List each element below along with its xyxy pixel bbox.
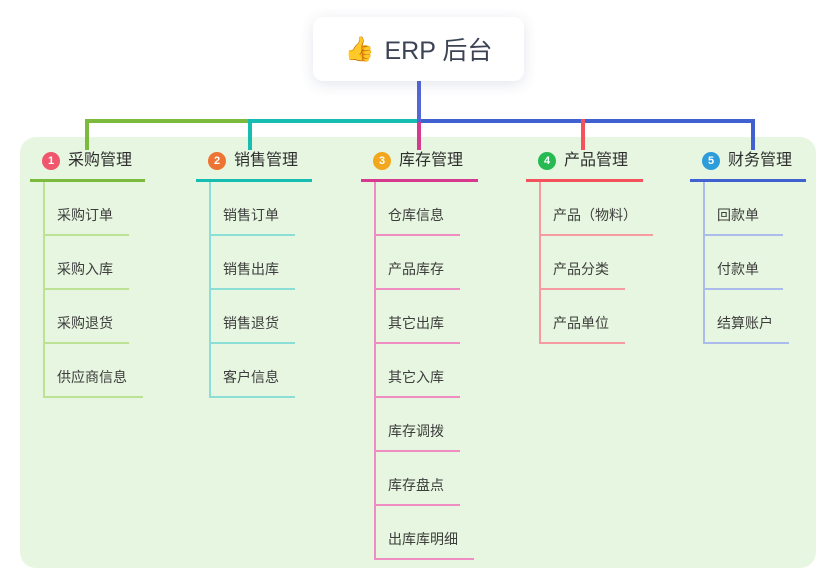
child-topic[interactable]: 采购入库	[43, 236, 129, 290]
child-topic[interactable]: 其它入库	[374, 344, 460, 398]
branch-children-list: 回款单付款单结算账户	[703, 182, 806, 344]
children-connector-line	[703, 182, 705, 344]
children-connector-line	[374, 182, 376, 560]
branch-title: 库存管理	[399, 152, 464, 169]
branch-number-badge: 4	[538, 151, 556, 170]
root-connector-line	[417, 81, 421, 122]
child-topic[interactable]: 出库库明细	[374, 506, 474, 560]
branch-number-badge: 5	[702, 151, 720, 170]
branch-header-finance-management[interactable]: 5 财务管理	[690, 150, 806, 182]
child-topic[interactable]: 库存调拨	[374, 398, 460, 452]
branch-header-purchase-management[interactable]: 1 采购管理	[30, 150, 145, 182]
branch-header-sales-management[interactable]: 2 销售管理	[196, 150, 312, 182]
child-topic[interactable]: 库存盘点	[374, 452, 460, 506]
branch-number-badge: 2	[208, 151, 226, 170]
branch-drop-line-inventory-management	[417, 122, 421, 150]
children-connector-line	[539, 182, 541, 344]
branch-header-product-management[interactable]: 4 产品管理	[526, 150, 643, 182]
branch-bus-segment-purchase-management	[85, 119, 252, 123]
child-topic[interactable]: 结算账户	[703, 290, 789, 344]
child-topic[interactable]: 供应商信息	[43, 344, 143, 398]
child-topic[interactable]: 销售订单	[209, 182, 295, 236]
branch-children-list: 销售订单销售出库销售退货客户信息	[209, 182, 312, 398]
child-topic[interactable]: 其它出库	[374, 290, 460, 344]
branch-title: 采购管理	[68, 152, 133, 169]
branch-header-inventory-management[interactable]: 3 库存管理	[361, 150, 478, 182]
branch-title: 产品管理	[564, 152, 629, 169]
branches-panel	[20, 137, 816, 568]
child-topic[interactable]: 客户信息	[209, 344, 295, 398]
child-topic[interactable]: 产品分类	[539, 236, 625, 290]
branch-bus-segment-finance-management	[417, 119, 755, 123]
child-topic[interactable]: 产品单位	[539, 290, 625, 344]
children-connector-line	[209, 182, 211, 398]
branch-title: 财务管理	[728, 152, 793, 169]
branch-drop-line-finance-management	[751, 119, 755, 150]
branch-finance-management: 5 财务管理回款单付款单结算账户	[690, 150, 806, 344]
child-topic[interactable]: 付款单	[703, 236, 783, 290]
thumbs-up-icon: 👍	[344, 35, 375, 63]
root-node-label: ERP 后台	[384, 37, 493, 65]
branch-children-list: 仓库信息产品库存其它出库其它入库库存调拨库存盘点出库库明细	[374, 182, 478, 560]
branch-bus-segment-sales-management	[250, 119, 421, 123]
branch-drop-line-purchase-management	[85, 119, 89, 150]
branch-children-list: 产品（物料）产品分类产品单位	[539, 182, 653, 344]
child-topic[interactable]: 产品（物料）	[539, 182, 653, 236]
branch-inventory-management: 3 库存管理仓库信息产品库存其它出库其它入库库存调拨库存盘点出库库明细	[361, 150, 478, 560]
branch-purchase-management: 1 采购管理采购订单采购入库采购退货供应商信息	[30, 150, 145, 398]
child-topic[interactable]: 销售出库	[209, 236, 295, 290]
child-topic[interactable]: 采购退货	[43, 290, 129, 344]
child-topic[interactable]: 采购订单	[43, 182, 129, 236]
branch-number-badge: 1	[42, 151, 60, 170]
branch-drop-line-sales-management	[248, 119, 252, 150]
branch-sales-management: 2 销售管理销售订单销售出库销售退货客户信息	[196, 150, 312, 398]
branch-children-list: 采购订单采购入库采购退货供应商信息	[43, 182, 145, 398]
root-node[interactable]: 👍 ERP 后台	[313, 17, 524, 81]
branch-number-badge: 3	[373, 151, 391, 170]
branch-title: 销售管理	[234, 152, 299, 169]
children-connector-line	[43, 182, 45, 398]
child-topic[interactable]: 仓库信息	[374, 182, 460, 236]
branch-product-management: 4 产品管理产品（物料）产品分类产品单位	[526, 150, 653, 344]
child-topic[interactable]: 回款单	[703, 182, 783, 236]
child-topic[interactable]: 产品库存	[374, 236, 460, 290]
child-topic[interactable]: 销售退货	[209, 290, 295, 344]
branch-drop-line-product-management	[581, 119, 585, 150]
